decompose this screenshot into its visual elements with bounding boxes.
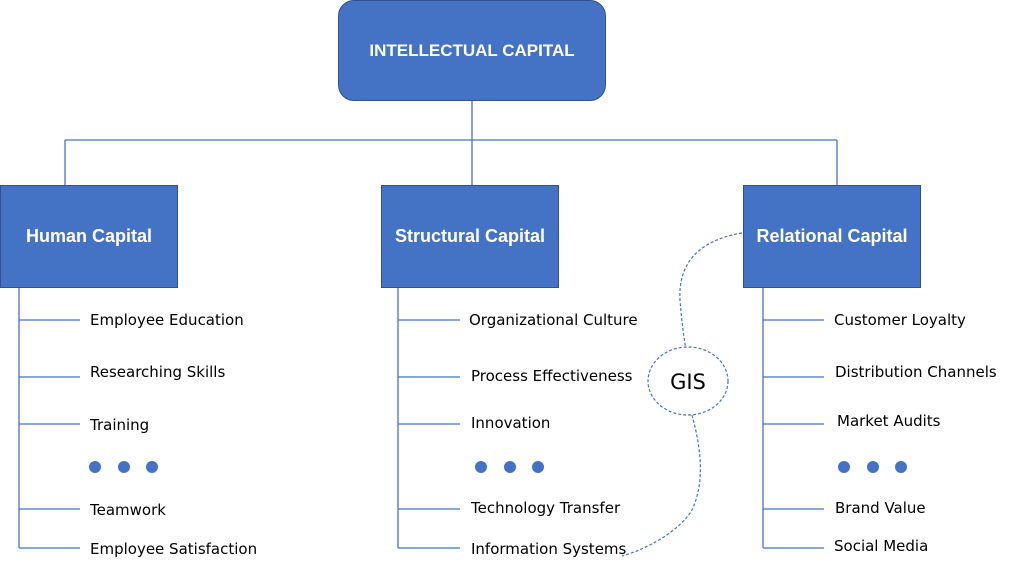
structural-item-innovation: Innovation — [471, 414, 551, 432]
gis-ellipse — [647, 346, 729, 416]
ellipsis-dot — [532, 461, 544, 473]
human-item-employee-satisfaction: Employee Satisfaction — [90, 540, 258, 558]
ellipsis-dot — [89, 461, 101, 473]
gis-label: GIS — [670, 370, 706, 394]
category-relational-capital: Relational Capital — [743, 185, 921, 288]
gis-link-lower — [621, 414, 701, 557]
category-human-capital: Human Capital — [0, 185, 178, 288]
human-item-researching-skills: Researching Skills — [90, 363, 226, 381]
structural-item-technology-transfer: Technology Transfer — [471, 499, 621, 517]
category-structural-capital: Structural Capital — [381, 185, 559, 288]
human-item-employee-education: Employee Education — [90, 311, 244, 329]
relational-item-brand-value: Brand Value — [835, 499, 926, 517]
ellipsis-dot — [118, 461, 130, 473]
ellipsis-dot — [895, 461, 907, 473]
human-item-teamwork: Teamwork — [90, 501, 166, 519]
category-label: Human Capital — [25, 226, 153, 246]
ellipsis-dot — [146, 461, 158, 473]
ellipsis-dot — [504, 461, 516, 473]
relational-item-market-audits: Market Audits — [837, 412, 941, 430]
ellipsis-dot — [838, 461, 850, 473]
category-label: Relational Capital — [756, 226, 908, 246]
structural-item-process-effectiveness: Process Effectiveness — [471, 367, 633, 385]
structural-item-organizational-culture: Organizational Culture — [469, 311, 638, 329]
category-label: Structural Capital — [394, 226, 546, 246]
relational-item-customer-loyalty: Customer Loyalty — [834, 311, 966, 329]
relational-item-social-media: Social Media — [834, 537, 929, 555]
relational-item-distribution-channels: Distribution Channels — [835, 363, 997, 381]
ellipsis-dot — [867, 461, 879, 473]
root-label: INTELLECTUAL CAPITAL — [369, 40, 575, 60]
structural-item-information-systems: Information Systems — [471, 540, 627, 558]
human-item-training: Training — [90, 416, 150, 434]
gis-link-upper — [679, 232, 743, 351]
ellipsis-dot — [475, 461, 487, 473]
root-node-intellectual-capital: INTELLECTUAL CAPITAL — [338, 0, 606, 101]
